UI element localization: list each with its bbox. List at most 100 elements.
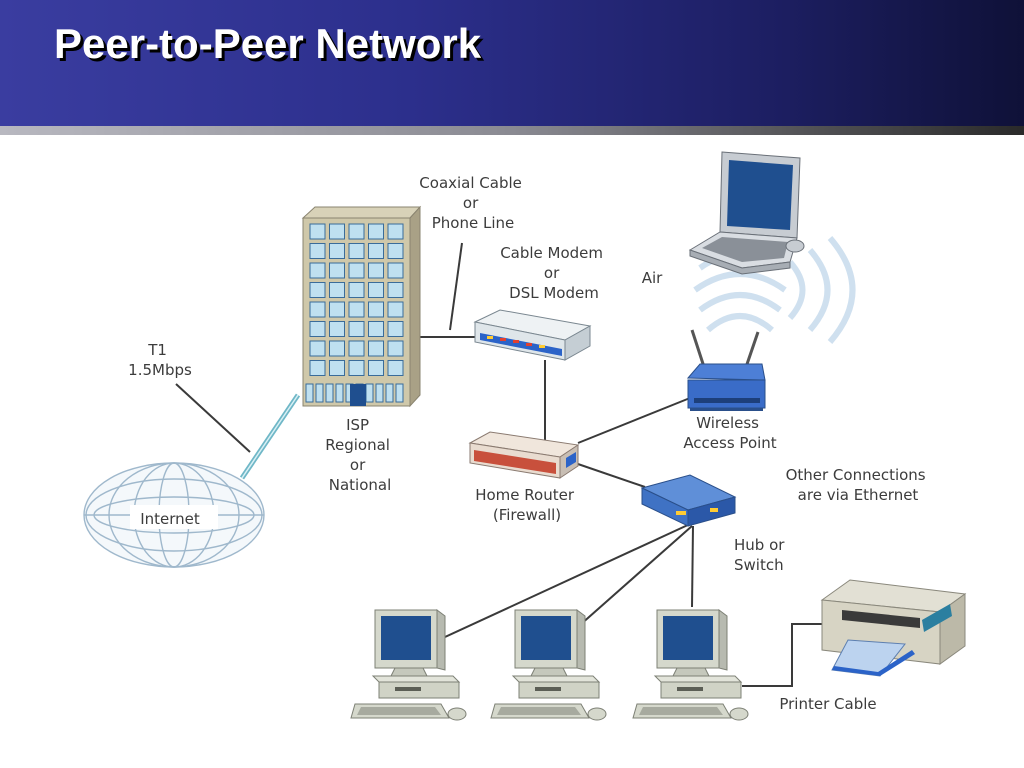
building-window xyxy=(387,223,404,240)
building-window xyxy=(348,262,365,279)
printer xyxy=(820,579,967,677)
building-door-panel xyxy=(305,383,314,403)
building-window xyxy=(329,262,345,279)
hub-to-pc1-line xyxy=(444,523,691,638)
router-label: Home Router (Firewall) xyxy=(475,486,579,524)
pc-case-top xyxy=(653,675,743,683)
wireless-access-point xyxy=(686,329,766,411)
building-window xyxy=(368,321,384,337)
building-window xyxy=(387,340,404,357)
title-underline-bar xyxy=(0,126,1024,135)
monitor-screen xyxy=(663,616,713,660)
diagram-labels: Coaxial Cable or Phone Line Cable Modem … xyxy=(128,174,931,713)
building-window xyxy=(329,243,345,259)
building-window xyxy=(387,262,404,279)
isp-building xyxy=(301,205,422,408)
coax-leader-line xyxy=(449,242,463,331)
keyboard-keys xyxy=(357,707,441,715)
pc-3 xyxy=(632,609,749,721)
router-to-hub-line xyxy=(574,462,646,488)
building-window xyxy=(309,262,326,279)
monitor-screen xyxy=(381,616,431,660)
building-door-panel xyxy=(335,383,344,403)
building-window xyxy=(348,223,365,240)
building-window xyxy=(329,282,345,298)
pc-2 xyxy=(490,609,607,721)
monitor-stand xyxy=(390,667,428,677)
building-window xyxy=(309,223,326,240)
drive-slot xyxy=(677,687,703,691)
internet-globe xyxy=(83,462,265,568)
building-window xyxy=(368,223,384,240)
title-banner xyxy=(0,0,1024,126)
pc-1 xyxy=(350,609,467,721)
building-door-panel xyxy=(325,383,334,403)
building-door-panel xyxy=(395,383,404,403)
building-window xyxy=(368,243,384,259)
building-window xyxy=(309,301,326,318)
coaxial-label: Coaxial Cable or Phone Line xyxy=(419,174,526,232)
cable-modem xyxy=(473,309,592,361)
building-window xyxy=(329,223,345,240)
hub-switch xyxy=(640,474,737,527)
mouse xyxy=(729,707,749,721)
slide-title: Peer-to-Peer Network xyxy=(54,20,482,67)
monitor-stand xyxy=(672,667,710,677)
building-window xyxy=(348,321,365,337)
building-window xyxy=(309,321,326,337)
building-window xyxy=(368,301,384,318)
building-door-panel xyxy=(315,383,324,403)
building-window xyxy=(309,243,326,259)
drive-slot xyxy=(535,687,561,691)
building-window xyxy=(309,282,326,298)
air-label: Air xyxy=(642,269,663,287)
building-window xyxy=(348,243,365,259)
t1-leader-line xyxy=(175,383,251,453)
hub-to-pc2-line xyxy=(579,525,693,626)
building-window xyxy=(309,340,326,357)
building-door-panel xyxy=(375,383,384,403)
building-window xyxy=(368,340,384,357)
building-window xyxy=(387,321,404,337)
monitor-screen xyxy=(521,616,571,660)
mouse xyxy=(587,707,607,721)
building-window xyxy=(387,360,404,376)
pc-case-top xyxy=(511,675,601,683)
building-window xyxy=(387,282,404,298)
building-window xyxy=(348,301,365,318)
pc-case-top xyxy=(371,675,461,683)
building-door-panel xyxy=(385,383,394,403)
wap-label: Wireless Access Point xyxy=(683,414,776,452)
t1-connection xyxy=(239,393,301,480)
wireless-waves xyxy=(693,236,856,344)
monitor-stand xyxy=(530,667,568,677)
building-window xyxy=(348,340,365,357)
building-window xyxy=(348,282,365,298)
isp-label: ISP Regional or National xyxy=(325,416,395,494)
connection-lines xyxy=(175,242,822,687)
drive-slot xyxy=(395,687,421,691)
building-window xyxy=(387,301,404,318)
building-window xyxy=(309,360,326,376)
router-to-wap-line xyxy=(577,397,691,444)
hub-to-pc3-line xyxy=(691,525,694,608)
building-window xyxy=(329,321,345,337)
building-window xyxy=(329,301,345,318)
internet-label: Internet xyxy=(140,510,200,528)
other-connections-label: Other Connections are via Ethernet xyxy=(786,466,931,504)
mouse xyxy=(447,707,467,721)
building-window xyxy=(368,282,384,298)
printer-cable-label: Printer Cable xyxy=(779,695,876,713)
building-window xyxy=(329,340,345,357)
building-door-panel xyxy=(365,383,374,403)
home-router xyxy=(468,431,580,479)
monitor-side xyxy=(436,609,446,671)
building-window xyxy=(348,360,365,376)
modem-label: Cable Modem or DSL Modem xyxy=(500,244,608,302)
t1-label: T1 1.5Mbps xyxy=(128,341,192,379)
laptop xyxy=(688,151,805,275)
building-window xyxy=(368,262,384,279)
monitor-side xyxy=(576,609,586,671)
keyboard-keys xyxy=(639,707,723,715)
